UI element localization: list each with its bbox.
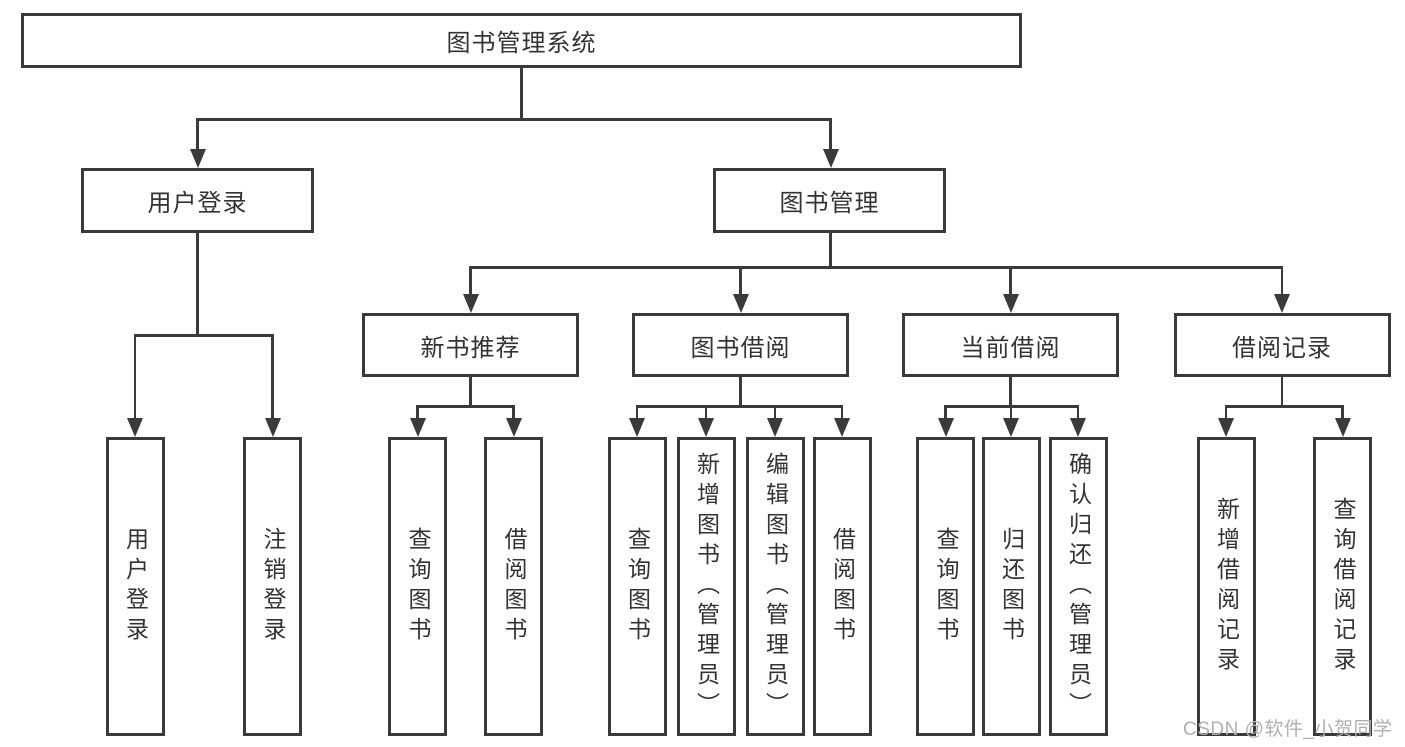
leaf-cb-return-books: 归还图书	[981, 437, 1041, 736]
node-book-management: 图书管理	[713, 168, 946, 233]
node-root-library-management-system: 图书管理系统	[21, 13, 1022, 68]
arrow-to-nbr-query	[409, 418, 426, 437]
leaf-bb-query-books: 查询图书	[607, 437, 667, 736]
connector-user-login-split	[133, 334, 274, 337]
leaf-cb-confirm-return-admin: 确认归还（管理员）	[1048, 437, 1108, 736]
arrow-to-br-add	[1218, 418, 1234, 437]
node-borrow-records: 借阅记录	[1173, 313, 1391, 377]
connector-stem-bb-add	[704, 405, 708, 421]
connector-new-book-recommend-trunk	[469, 377, 472, 407]
connector-level1-split	[196, 118, 832, 121]
arrow-to-bb-edit	[767, 418, 783, 437]
connector-stem-bb-borrow	[840, 405, 844, 421]
leaf-nbr-query-books: 查询图书	[388, 437, 447, 736]
connector-book-borrow-trunk	[739, 377, 742, 407]
node-new-book-recommend: 新书推荐	[362, 313, 579, 377]
arrow-to-bb-borrow	[834, 418, 850, 437]
connector-stem-user-login	[196, 118, 199, 152]
leaf-cb-query-books: 查询图书	[916, 437, 975, 736]
node-current-borrow: 当前借阅	[902, 313, 1119, 377]
leaf-br-add-record: 新增借阅记录	[1196, 437, 1256, 736]
arrow-to-user-login	[189, 149, 206, 168]
connector-level3-split	[469, 266, 1284, 269]
connector-book-management-trunk	[829, 233, 832, 268]
arrow-to-cb-return	[1003, 418, 1019, 437]
connector-stem-book-management	[829, 118, 832, 152]
connector-stem-leaf-logout	[271, 334, 274, 420]
arrow-to-cb-confirm	[1070, 418, 1086, 437]
connector-stem-nbr-query	[416, 405, 419, 421]
connector-stem-bb-query	[635, 405, 639, 421]
arrow-to-current-borrow	[1002, 294, 1019, 313]
connector-stem-cb-return	[1009, 405, 1013, 421]
connector-stem-leaf-user-login	[133, 334, 137, 420]
arrow-to-book-management	[822, 149, 839, 168]
connector-stem-nbr-borrow	[512, 405, 515, 421]
arrow-to-book-borrow	[732, 294, 749, 313]
connector-stem-cb-query	[944, 405, 947, 421]
leaf-bb-add-books-admin: 新增图书（管理员）	[676, 437, 736, 736]
arrow-to-leaf-user-login	[127, 418, 143, 437]
connector-root-trunk	[520, 66, 523, 120]
leaf-user-login: 用户登录	[105, 437, 165, 736]
arrow-to-bb-add	[698, 418, 714, 437]
arrow-to-bb-query	[629, 418, 645, 437]
arrow-to-new-book-recommend	[462, 294, 479, 313]
connector-stem-current-borrow	[1009, 266, 1012, 296]
connector-stem-borrow-records	[1280, 266, 1284, 296]
connector-stem-new-book-recommend	[469, 266, 472, 296]
arrow-to-nbr-borrow	[505, 418, 522, 437]
connector-stem-bb-edit	[773, 405, 777, 421]
arrow-to-cb-query	[937, 418, 954, 437]
leaf-logout: 注销登录	[243, 437, 302, 736]
connector-book-borrow-split	[635, 405, 844, 408]
connector-new-book-recommend-split	[416, 405, 515, 408]
arrow-to-br-query	[1334, 418, 1351, 437]
connector-stem-cb-confirm	[1076, 405, 1080, 421]
leaf-nbr-borrow-books: 借阅图书	[484, 437, 543, 736]
leaf-br-query-record: 查询借阅记录	[1313, 437, 1372, 736]
node-book-borrow: 图书借阅	[632, 313, 849, 377]
watermark-text: CSDN @软件_小贺同学	[1183, 719, 1393, 740]
node-user-login: 用户登录	[81, 168, 314, 233]
leaf-bb-edit-books-admin: 编辑图书（管理员）	[745, 437, 805, 736]
arrow-to-leaf-logout	[264, 418, 281, 437]
connector-borrow-records-trunk	[1280, 377, 1284, 407]
connector-stem-book-borrow	[739, 266, 742, 296]
connector-stem-br-query	[1341, 405, 1344, 421]
leaf-bb-borrow-books: 借阅图书	[812, 437, 872, 736]
connector-current-borrow-trunk	[1009, 377, 1012, 407]
connector-stem-br-add	[1224, 405, 1228, 421]
connector-user-login-trunk	[196, 233, 199, 336]
arrow-to-borrow-records	[1274, 294, 1290, 313]
connector-borrow-records-split	[1224, 405, 1344, 408]
